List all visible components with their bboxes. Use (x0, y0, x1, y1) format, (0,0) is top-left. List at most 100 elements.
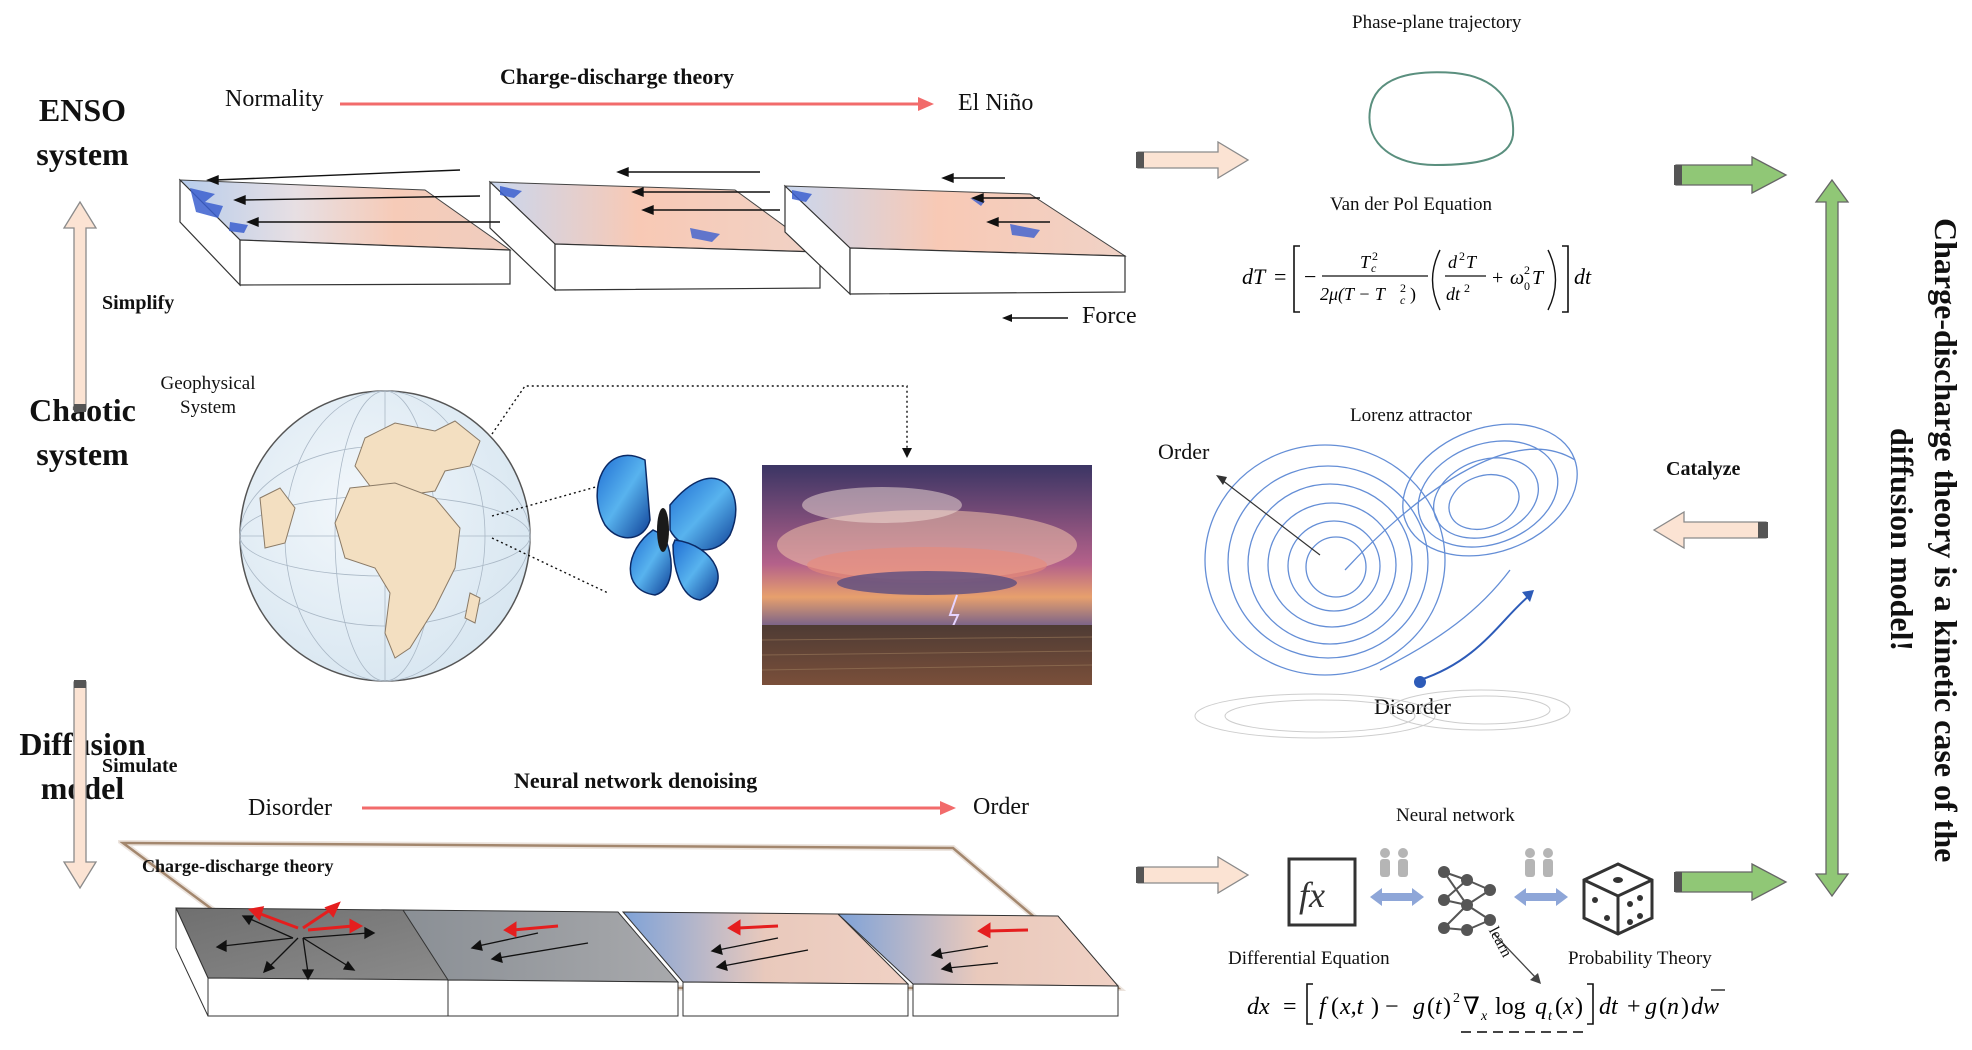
enso-panels (178, 166, 1127, 296)
svg-text:+: + (1627, 994, 1641, 1020)
disorder-label-bottom: Disorder (248, 795, 332, 821)
svg-text:T: T (1360, 252, 1372, 272)
van-der-pol-title: Van der Pol Equation (1330, 194, 1493, 215)
svg-text:fx: fx (1299, 875, 1325, 915)
svg-text:−: − (1304, 264, 1316, 289)
svg-text:(: ( (1331, 994, 1339, 1020)
green-arrow-top (1674, 155, 1788, 195)
probability-theory-label: Probability Theory (1568, 948, 1712, 969)
svg-text:c: c (1371, 261, 1377, 275)
svg-text:(: ( (1659, 994, 1667, 1020)
butterfly-image (596, 454, 737, 601)
svg-text:dw: dw (1691, 994, 1719, 1020)
geophysical-system-label: Geophysical System (160, 373, 256, 418)
svg-text:=: = (1283, 994, 1297, 1020)
lorenz-attractor (1194, 423, 1578, 739)
green-arrow-bottom (1674, 862, 1788, 902)
force-arrow (1002, 314, 1068, 322)
svg-text:2: 2 (1372, 249, 1378, 263)
phase-plane-title: Phase-plane trajectory (1352, 12, 1522, 33)
svg-text:): ) (1410, 284, 1416, 305)
simplify-label: Simplify (102, 292, 175, 314)
svg-text:x,t: x,t (1339, 994, 1365, 1020)
diffusion-panels (118, 839, 1127, 1017)
charge-discharge-panel-label: Charge-discharge theory (142, 856, 334, 876)
dice-icon (1582, 862, 1654, 936)
order-label-bottom: Order (973, 794, 1029, 820)
svg-text:2: 2 (1453, 991, 1460, 1006)
bottom-red-arrow (362, 801, 956, 815)
simulate-label: Simulate (102, 755, 178, 777)
svg-text:q: q (1535, 994, 1547, 1020)
differential-equation-label: Differential Equation (1228, 948, 1390, 969)
arrow-to-network (1136, 855, 1250, 895)
svg-text:x: x (1562, 994, 1574, 1020)
top-red-arrow (340, 97, 934, 111)
network-icon (1438, 866, 1496, 936)
side-conclusion-title: Charge-discharge theory is a kinetic cas… (1884, 217, 1964, 863)
svg-text:log: log (1495, 994, 1526, 1020)
catalyze-label: Catalyze (1666, 458, 1741, 480)
simplify-arrow (62, 200, 98, 412)
people-icon-right (1525, 848, 1553, 877)
green-vertical-double-arrow (1814, 178, 1850, 898)
arrow-to-phase (1136, 140, 1250, 180)
enso-system-title: ENSO system (36, 92, 129, 172)
force-label: Force (1082, 303, 1137, 329)
svg-text:g: g (1645, 994, 1657, 1020)
svg-text:(: ( (1555, 994, 1563, 1020)
svg-text:2: 2 (1464, 281, 1470, 295)
dotted-connectors (491, 385, 912, 594)
svg-text:2: 2 (1459, 249, 1465, 263)
svg-text:t: t (1435, 994, 1443, 1020)
learn-arrow (1493, 933, 1541, 984)
el-nino-label: El Niño (958, 90, 1034, 116)
storm-image (762, 465, 1092, 685)
lorenz-title: Lorenz attractor (1350, 405, 1472, 426)
svg-text:ω: ω (1510, 267, 1524, 289)
svg-text:0: 0 (1524, 279, 1530, 293)
neural-network-denoising-label: Neural network denoising (514, 768, 758, 793)
svg-text:dT: dT (1242, 264, 1267, 289)
svg-text:x: x (1480, 1009, 1488, 1024)
svg-text:): ) (1681, 994, 1689, 1020)
function-icon: fx (1287, 857, 1357, 927)
svg-text:2: 2 (1400, 281, 1406, 295)
svg-text:) −: ) − (1371, 994, 1399, 1020)
svg-text:d: d (1448, 252, 1458, 272)
svg-text:∇: ∇ (1463, 994, 1480, 1020)
svg-text:T: T (1466, 252, 1478, 272)
svg-text:): ) (1575, 994, 1583, 1020)
catalyze-arrow (1652, 510, 1768, 550)
svg-text:dt: dt (1446, 284, 1461, 304)
order-label-lorenz: Order (1158, 439, 1210, 464)
svg-text:): ) (1443, 994, 1451, 1020)
svg-text:(: ( (1427, 994, 1435, 1020)
svg-text:c: c (1400, 293, 1406, 307)
svg-text:n: n (1667, 994, 1679, 1020)
normality-label: Normality (225, 86, 324, 112)
svg-text:dt: dt (1574, 264, 1592, 289)
svg-text:dx: dx (1247, 994, 1270, 1020)
enso-panel-2 (488, 180, 822, 292)
double-arrow-left (1370, 888, 1424, 906)
phase-plane-plot (1368, 71, 1515, 167)
double-arrow-right (1514, 888, 1568, 906)
svg-text:t: t (1548, 1009, 1553, 1024)
globe-image (239, 390, 531, 682)
svg-text:2μ(T − T: 2μ(T − T (1320, 284, 1387, 305)
neural-network-title: Neural network (1396, 805, 1515, 826)
charge-discharge-theory-label: Charge-discharge theory (500, 64, 735, 89)
people-icon-left (1380, 848, 1408, 877)
svg-text:dt: dt (1599, 994, 1619, 1020)
svg-text:+: + (1492, 267, 1503, 289)
svg-text:f: f (1319, 994, 1329, 1020)
svg-text:=: = (1274, 264, 1286, 289)
svg-text:2: 2 (1524, 263, 1530, 277)
svg-text:T: T (1532, 267, 1545, 289)
enso-panel-3 (783, 184, 1127, 296)
svg-text:g: g (1413, 994, 1425, 1020)
simulate-arrow (62, 680, 98, 890)
